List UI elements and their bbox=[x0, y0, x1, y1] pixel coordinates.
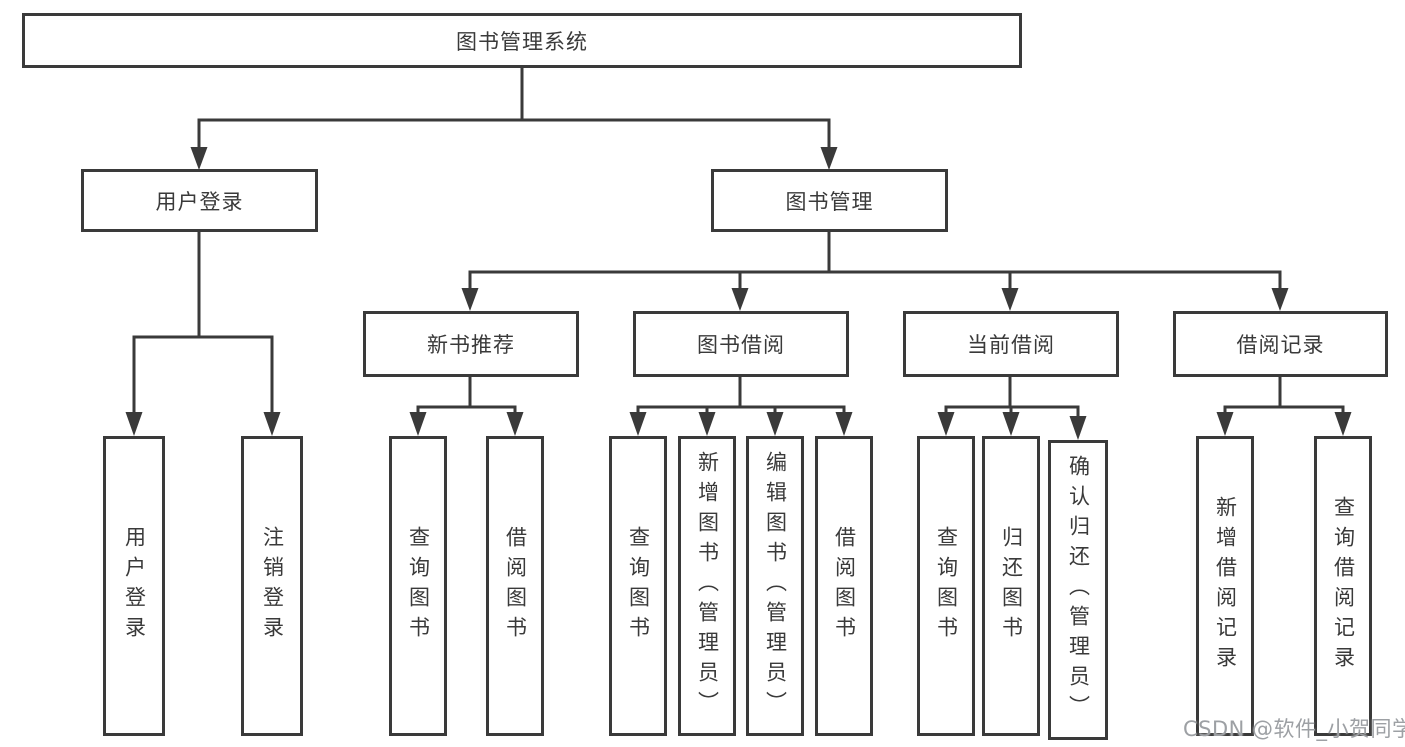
node-user-login-branch-label: 用户登录 bbox=[155, 189, 244, 214]
node-book-borrowing: 图书借阅 bbox=[633, 311, 849, 377]
leaf-user-logout: 注销登录 bbox=[241, 436, 303, 736]
leaf-newbooks-borrow: 借阅图书 bbox=[486, 436, 544, 736]
leaf-current-return-label: 归还图书 bbox=[999, 526, 1024, 646]
leaf-newbooks-query: 查询图书 bbox=[389, 436, 447, 736]
arrowhead bbox=[1216, 412, 1234, 436]
leaf-newbooks-borrow-label: 借阅图书 bbox=[503, 526, 528, 646]
arrowhead bbox=[125, 412, 143, 436]
node-borrowing-records-label: 借阅记录 bbox=[1236, 333, 1325, 357]
leaf-current-query: 查询图书 bbox=[917, 436, 975, 736]
leaf-borrowing-add-admin-label: 新增图书（管理员） bbox=[695, 451, 720, 721]
leaf-user-logout-label: 注销登录 bbox=[260, 526, 285, 646]
leaf-borrowing-borrow: 借阅图书 bbox=[815, 436, 873, 736]
leaf-borrowing-query-label: 查询图书 bbox=[626, 526, 651, 646]
leaf-newbooks-query-label: 查询图书 bbox=[406, 526, 431, 646]
arrowhead bbox=[461, 288, 479, 311]
leaf-current-confirm-admin-label: 确认归还（管理员） bbox=[1066, 455, 1091, 725]
leaf-borrowing-query: 查询图书 bbox=[609, 436, 667, 736]
node-new-book-recommend: 新书推荐 bbox=[363, 311, 579, 377]
arrowhead bbox=[820, 147, 838, 170]
leaf-user-login: 用户登录 bbox=[103, 436, 165, 736]
arrowhead bbox=[1271, 288, 1289, 311]
leaf-records-query: 查询借阅记录 bbox=[1314, 436, 1372, 736]
leaf-records-add-label: 新增借阅记录 bbox=[1213, 496, 1238, 676]
node-root-system: 图书管理系统 bbox=[22, 13, 1022, 68]
leaf-current-confirm-admin: 确认归还（管理员） bbox=[1048, 440, 1108, 740]
node-book-borrowing-label: 图书借阅 bbox=[697, 333, 785, 357]
leaf-borrowing-add-admin: 新增图书（管理员） bbox=[678, 436, 736, 736]
node-new-book-recommend-label: 新书推荐 bbox=[427, 333, 515, 357]
arrowhead bbox=[190, 147, 208, 170]
node-book-management-branch-label: 图书管理 bbox=[785, 189, 874, 214]
node-user-login-branch: 用户登录 bbox=[81, 169, 318, 232]
arrowhead bbox=[835, 412, 853, 436]
arrowhead bbox=[731, 288, 749, 311]
csdn-watermark: CSDN @软件_小贺同学 bbox=[1183, 717, 1405, 741]
arrowhead bbox=[409, 412, 427, 436]
node-book-management-branch: 图书管理 bbox=[711, 169, 948, 232]
node-borrowing-records: 借阅记录 bbox=[1173, 311, 1388, 377]
leaf-borrowing-edit-admin-label: 编辑图书（管理员） bbox=[763, 451, 788, 721]
leaf-records-add: 新增借阅记录 bbox=[1196, 436, 1254, 736]
arrowhead bbox=[629, 412, 647, 436]
leaf-borrowing-borrow-label: 借阅图书 bbox=[832, 526, 857, 646]
arrowhead bbox=[1002, 412, 1020, 436]
arrowhead bbox=[937, 412, 955, 436]
leaf-current-return: 归还图书 bbox=[982, 436, 1040, 736]
arrowhead bbox=[1334, 412, 1352, 436]
arrowhead bbox=[698, 412, 716, 436]
arrowhead bbox=[263, 412, 281, 436]
node-root-system-label: 图书管理系统 bbox=[456, 29, 588, 54]
leaf-borrowing-edit-admin: 编辑图书（管理员） bbox=[746, 436, 804, 736]
leaf-user-login-label: 用户登录 bbox=[122, 526, 147, 646]
node-current-borrowing: 当前借阅 bbox=[903, 311, 1119, 377]
arrowhead bbox=[1069, 416, 1087, 440]
node-current-borrowing-label: 当前借阅 bbox=[967, 333, 1055, 357]
leaf-records-query-label: 查询借阅记录 bbox=[1331, 496, 1356, 676]
arrowhead bbox=[506, 412, 524, 436]
arrowhead bbox=[1001, 288, 1019, 311]
arrowhead bbox=[766, 412, 784, 436]
leaf-current-query-label: 查询图书 bbox=[934, 526, 959, 646]
